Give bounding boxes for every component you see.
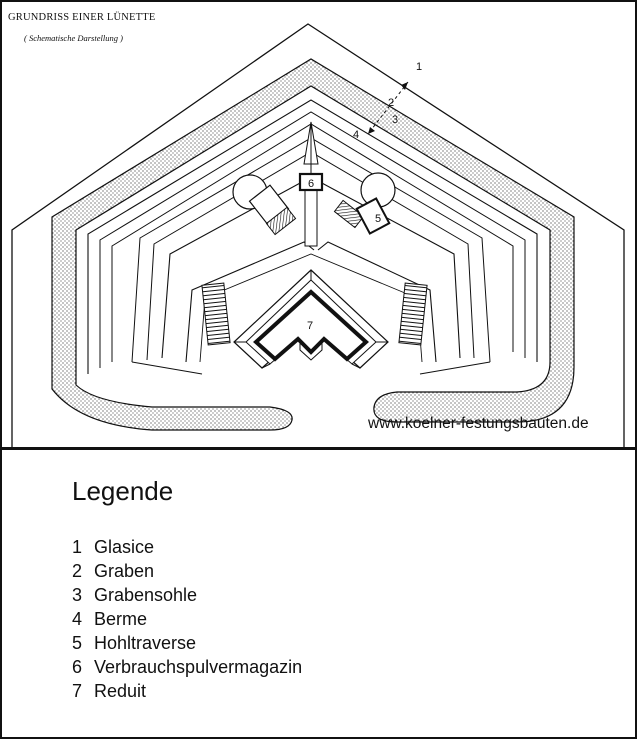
callout-6: 6 [308, 178, 314, 190]
plan-subtitle: ( Schematische Darstellung ) [24, 33, 123, 43]
gorge-left [131, 361, 203, 375]
callout-leader [367, 81, 409, 135]
callout-1: 1 [416, 61, 422, 73]
arrowhead-4 [368, 127, 375, 134]
arrowhead-1 [401, 82, 408, 90]
callout-4: 4 [353, 129, 359, 141]
callout-5: 5 [375, 213, 381, 225]
capital-passage [304, 189, 318, 247]
stair-right [398, 282, 428, 346]
traverse-left [232, 174, 297, 236]
stair-left [201, 282, 231, 346]
callout-3: 3 [392, 114, 398, 126]
legend-heading: Legende [72, 476, 174, 506]
callout-2: 2 [388, 97, 394, 109]
plan-title: GRUNDRISS EINER LÜNETTE [8, 12, 156, 23]
rampart-outer-line [87, 99, 538, 374]
powder-magazine-6 [298, 172, 324, 192]
rampart-line-2 [99, 111, 526, 368]
reduit-7 [233, 269, 389, 369]
section-divider [2, 447, 635, 450]
website-link[interactable]: www.koelner-festungsbauten.de [368, 415, 589, 432]
ditch-band [51, 58, 575, 431]
lunette-plan-drawing: 1 2 3 4 5 6 7 [11, 23, 625, 447]
traverse-right-5 [333, 172, 396, 235]
callout-7: 7 [307, 320, 313, 332]
terreplein-right [317, 241, 437, 363]
gorge-right [419, 361, 491, 375]
lunette-plan: 1 2 3 4 5 6 7 GRUNDRISS EINER LÜNETTE ( … [2, 2, 635, 447]
glacis-outline [11, 23, 625, 447]
